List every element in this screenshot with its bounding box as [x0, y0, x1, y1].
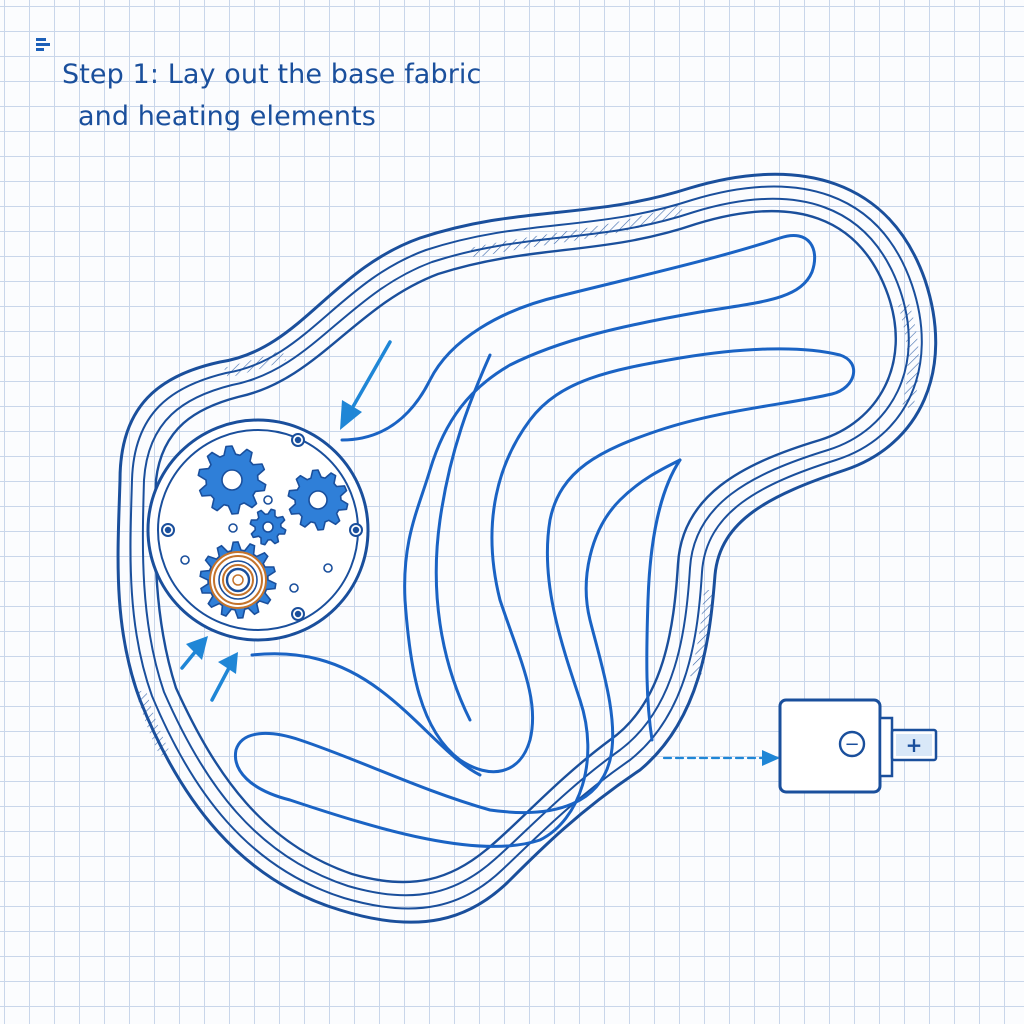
lower-pointer-arrow-2: [210, 652, 238, 702]
gear-icon: [197, 445, 349, 546]
lower-pointer-arrow-1: [180, 636, 208, 670]
fabric-edge-3: [141, 197, 910, 897]
minus-icon: −: [838, 730, 866, 758]
lower-lead-wire: [250, 652, 482, 777]
arrow-icon: [180, 340, 780, 766]
heating-element-return: [645, 458, 682, 742]
svg-text:+: +: [906, 733, 923, 757]
fabric-outline: [116, 172, 938, 924]
top-pointer-arrow: [340, 340, 392, 430]
heating-element-wire: [233, 234, 856, 848]
dashed-connector-arrow: [662, 750, 780, 766]
gear-hub: [221, 469, 243, 491]
battery-icon: − +: [778, 698, 938, 794]
gear-hub: [308, 490, 328, 510]
housing-screw-icon: [161, 433, 363, 621]
fabric-edge-2: [129, 185, 923, 910]
plus-icon: +: [906, 733, 923, 757]
step-title-line-2: and heating elements: [78, 101, 376, 132]
fabric-inner-edge: [154, 210, 897, 884]
corner-mark-icon: [36, 38, 52, 52]
heating-element-inner-run: [434, 353, 492, 722]
svg-text:−: −: [844, 734, 859, 755]
gear-hub: [262, 521, 274, 533]
coil-icon: [199, 541, 277, 619]
fabric-outer-edge: [116, 172, 938, 924]
step-title-line-1: Step 1: Lay out the base fabric: [62, 59, 482, 90]
step-title: Step 1: Lay out the base fabric and heat…: [62, 54, 582, 138]
fabric-seam-hatching: [136, 204, 920, 756]
